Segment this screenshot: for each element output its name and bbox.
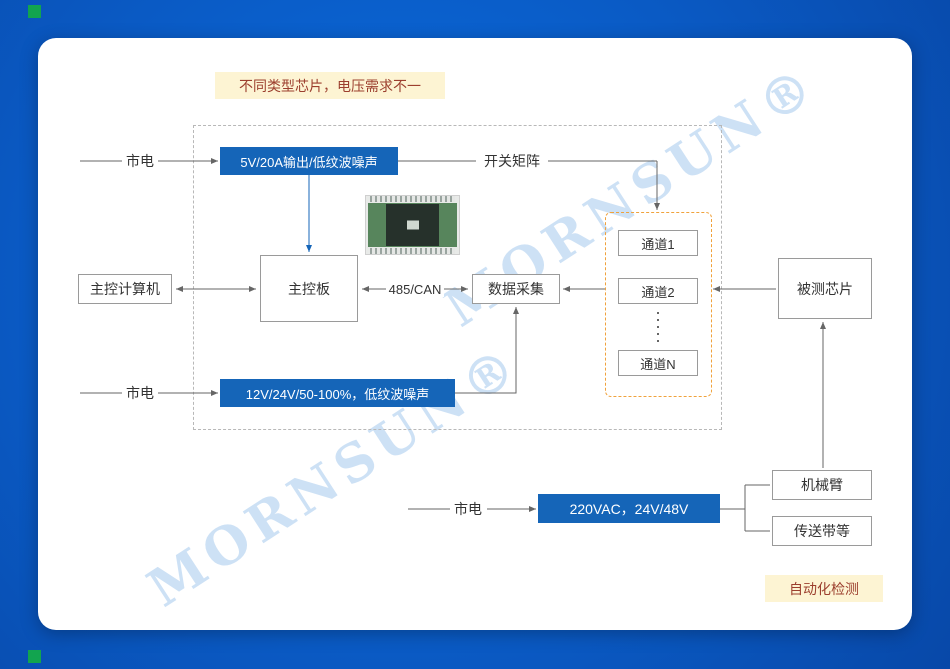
label-mains-1: 市电 xyxy=(122,152,158,170)
label-mains-3: 市电 xyxy=(450,500,486,518)
node-channel-2: 通道2 xyxy=(618,278,698,304)
chip-pins-bottom xyxy=(370,248,455,254)
node-host-computer: 主控计算机 xyxy=(78,274,172,304)
label-mains-2: 市电 xyxy=(122,384,158,402)
node-dut-chip: 被测芯片 xyxy=(778,258,872,319)
node-channel-1: 通道1 xyxy=(618,230,698,256)
channel-group-dashed-box xyxy=(605,212,712,397)
pcb-module-photo xyxy=(365,195,460,255)
psu-5v-box: 5V/20A输出/低纹波噪声 xyxy=(220,147,398,175)
connectors xyxy=(80,158,826,532)
node-main-control-board: 主控板 xyxy=(260,255,358,322)
note-voltage-requirements: 不同类型芯片，电压需求不一 xyxy=(215,72,445,99)
corner-accent-top xyxy=(28,5,41,18)
test-system-dashed-region xyxy=(193,125,722,430)
note-automation-test: 自动化检测 xyxy=(765,575,883,602)
node-conveyor: 传送带等 xyxy=(772,516,872,546)
chip-die xyxy=(406,220,419,230)
node-robot-arm: 机械臂 xyxy=(772,470,872,500)
node-data-acquisition: 数据采集 xyxy=(472,274,560,304)
label-switch-matrix: 开关矩阵 xyxy=(478,152,546,170)
node-channel-n: 通道N xyxy=(618,350,698,376)
psu-12v-24v-box: 12V/24V/50-100%，低纹波噪声 xyxy=(220,379,455,407)
chip-pins-top xyxy=(370,196,455,202)
corner-accent-bottom xyxy=(28,650,41,663)
label-485-can-bus: 485/CAN xyxy=(386,281,444,297)
psu-220vac-box: 220VAC，24V/48V xyxy=(538,494,720,523)
